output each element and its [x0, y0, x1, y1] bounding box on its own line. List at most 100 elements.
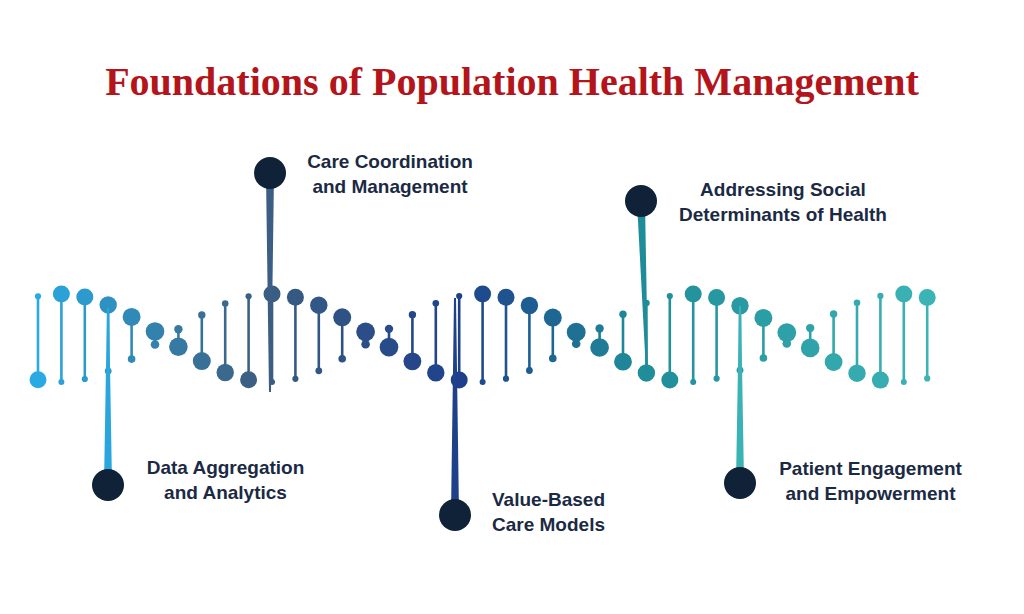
callout-label: Value-Based Care Models [489, 487, 608, 537]
callout-dot [625, 185, 657, 217]
helix-bead [217, 364, 234, 381]
helix-rung [458, 296, 461, 380]
leader-stems [104, 175, 744, 514]
helix-bead [35, 293, 41, 299]
helix-bead [433, 300, 440, 307]
helix-bead [198, 311, 205, 318]
helix-bead [901, 379, 907, 385]
helix-bead [222, 300, 229, 307]
helix-bead [619, 311, 626, 318]
helix-bead [806, 324, 814, 332]
helix-bead [590, 338, 609, 357]
helix-rung [481, 294, 484, 382]
helix-bead [549, 355, 557, 363]
helix-rung [84, 297, 87, 379]
helix-rung [692, 294, 695, 382]
helix-bead [193, 352, 211, 370]
helix-bead [919, 289, 936, 306]
leader-stem [451, 298, 459, 514]
helix-bead [333, 308, 351, 326]
helix-rung [528, 305, 531, 370]
helix-bead [754, 309, 772, 327]
leader-stem [736, 306, 744, 482]
helix-bead [498, 289, 515, 306]
helix-bead [544, 309, 562, 327]
helix-bead [503, 376, 509, 382]
helix-rung [715, 297, 718, 378]
helix-rung [668, 296, 671, 380]
helix-bead [385, 325, 393, 333]
helix-bead [690, 379, 696, 385]
helix-bead [830, 310, 837, 317]
helix-bead [146, 322, 165, 341]
helix-bead [310, 297, 327, 314]
helix-bead [480, 379, 486, 385]
helix-bead [572, 339, 581, 348]
callout-label: Addressing Social Determinants of Health [676, 177, 890, 227]
helix-bead [895, 286, 912, 303]
helix-rung [434, 303, 437, 372]
helix-rung [60, 294, 63, 382]
helix-bead [661, 372, 678, 389]
helix-bead [123, 308, 141, 326]
helix-bead [848, 365, 865, 382]
helix-bead [169, 337, 188, 356]
helix-bead [174, 325, 182, 333]
helix-bead [714, 375, 720, 381]
helix-bead [338, 355, 346, 363]
callout-dot [92, 469, 124, 501]
helix-bead [667, 293, 673, 299]
helix-rung [247, 296, 250, 380]
helix-rung [294, 297, 297, 379]
helix-bead [760, 354, 768, 362]
helix-rung [902, 294, 905, 382]
helix-bead [614, 353, 632, 371]
helix-bead [240, 371, 257, 388]
helix-bead [404, 352, 422, 370]
helix-bead [246, 293, 252, 299]
callout-dots [92, 157, 756, 531]
helix-bead [380, 338, 399, 357]
helix-rung [505, 297, 508, 378]
callout-label: Data Aggregation and Analytics [143, 455, 308, 505]
helix-bead [924, 375, 930, 381]
helix-bead [685, 286, 702, 303]
helix-bead [777, 323, 796, 342]
leader-stem [104, 308, 112, 484]
helix-bead [801, 339, 820, 358]
helix-bead [315, 367, 322, 374]
dna-helix [30, 286, 936, 389]
helix-bead [287, 289, 304, 306]
helix-bead [854, 299, 861, 306]
helix-rung [37, 296, 40, 379]
helix-rung [879, 296, 882, 380]
helix-bead [409, 311, 416, 318]
helix-bead [151, 340, 160, 349]
helix-bead [825, 353, 843, 371]
helix-bead [567, 323, 586, 342]
helix-rung [856, 303, 859, 373]
callout-label: Care Coordination and Management [304, 149, 476, 199]
helix-bead [595, 324, 603, 332]
helix-bead [456, 293, 462, 299]
callout-label: Patient Engagement and Empowerment [776, 456, 965, 506]
helix-bead [128, 355, 136, 363]
helix-bead [82, 376, 88, 382]
helix-rung [317, 305, 320, 371]
helix-bead [356, 322, 375, 341]
helix-bead [877, 293, 883, 299]
helix-bead [474, 286, 491, 303]
helix-rung [926, 298, 929, 379]
helix-bead [76, 288, 93, 305]
diagram-title: Foundations of Population Health Managem… [0, 58, 1024, 105]
helix-bead [872, 372, 889, 389]
helix-bead [427, 364, 444, 381]
helix-bead [30, 371, 47, 388]
helix-bead [58, 379, 64, 385]
callout-dot [254, 157, 286, 189]
helix-bead [53, 286, 70, 303]
helix-bead [526, 367, 533, 374]
helix-bead [521, 297, 538, 314]
callout-dot [724, 467, 756, 499]
helix-bead [708, 289, 725, 306]
